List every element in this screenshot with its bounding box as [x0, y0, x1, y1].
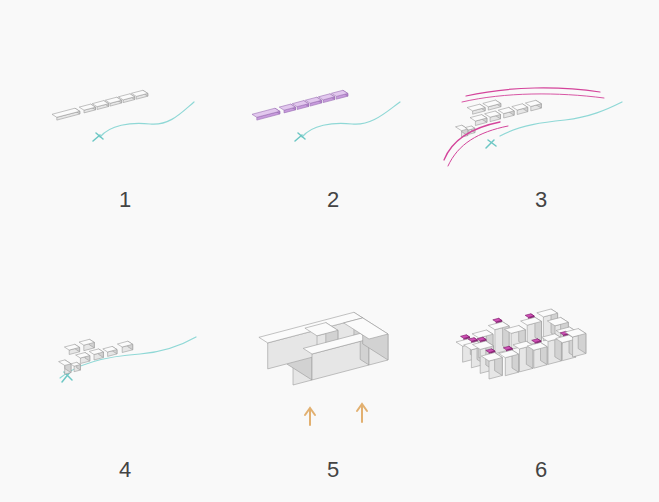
block-face	[521, 317, 542, 325]
block-face	[504, 326, 525, 334]
block-face	[468, 338, 477, 342]
block-face	[331, 90, 347, 96]
block-face	[503, 346, 512, 350]
block-face	[105, 97, 121, 103]
block-face	[117, 341, 132, 347]
block-face	[59, 360, 71, 366]
block-face	[470, 115, 487, 122]
block-face	[118, 94, 134, 100]
block-face	[76, 353, 90, 359]
block-face	[477, 337, 486, 341]
building-blocks	[52, 90, 586, 385]
block-face	[467, 104, 485, 111]
block-face	[547, 317, 568, 325]
block-face	[92, 101, 108, 107]
block-face	[498, 107, 514, 113]
block-face	[52, 108, 80, 117]
block-face	[71, 362, 81, 366]
block-face	[303, 333, 369, 354]
block-face	[527, 343, 547, 351]
step-number: 1	[119, 187, 131, 213]
block-face	[252, 108, 280, 117]
block-face	[472, 330, 493, 338]
block-face	[79, 339, 94, 345]
step-number: 6	[535, 457, 547, 483]
block-face	[131, 90, 147, 96]
block-face	[532, 339, 541, 343]
accent-lines	[305, 88, 604, 425]
block-face	[525, 314, 534, 318]
block-face	[318, 94, 334, 100]
block-face	[64, 344, 79, 350]
block-face	[483, 100, 501, 107]
block-face	[486, 349, 495, 353]
block-face	[305, 97, 321, 103]
step-number: 3	[535, 187, 547, 213]
block-face	[103, 346, 117, 352]
block-face	[499, 350, 519, 358]
step-number: 4	[119, 457, 131, 483]
block-face	[292, 101, 308, 107]
block-face	[79, 104, 95, 110]
block-face	[488, 322, 509, 330]
block-face	[493, 318, 502, 322]
block-face	[305, 323, 338, 336]
block-face	[461, 335, 470, 339]
step-number: 2	[327, 187, 339, 213]
block-face	[89, 349, 103, 355]
block-face	[279, 104, 295, 110]
step-number: 5	[327, 457, 339, 483]
block-face	[525, 100, 541, 106]
block-face	[485, 111, 501, 117]
block-face	[512, 104, 528, 110]
block-face	[465, 126, 475, 130]
block-face	[565, 329, 586, 337]
block-face	[344, 318, 388, 339]
block-face	[537, 309, 558, 317]
site-lines	[60, 102, 622, 382]
block-face	[473, 341, 494, 349]
